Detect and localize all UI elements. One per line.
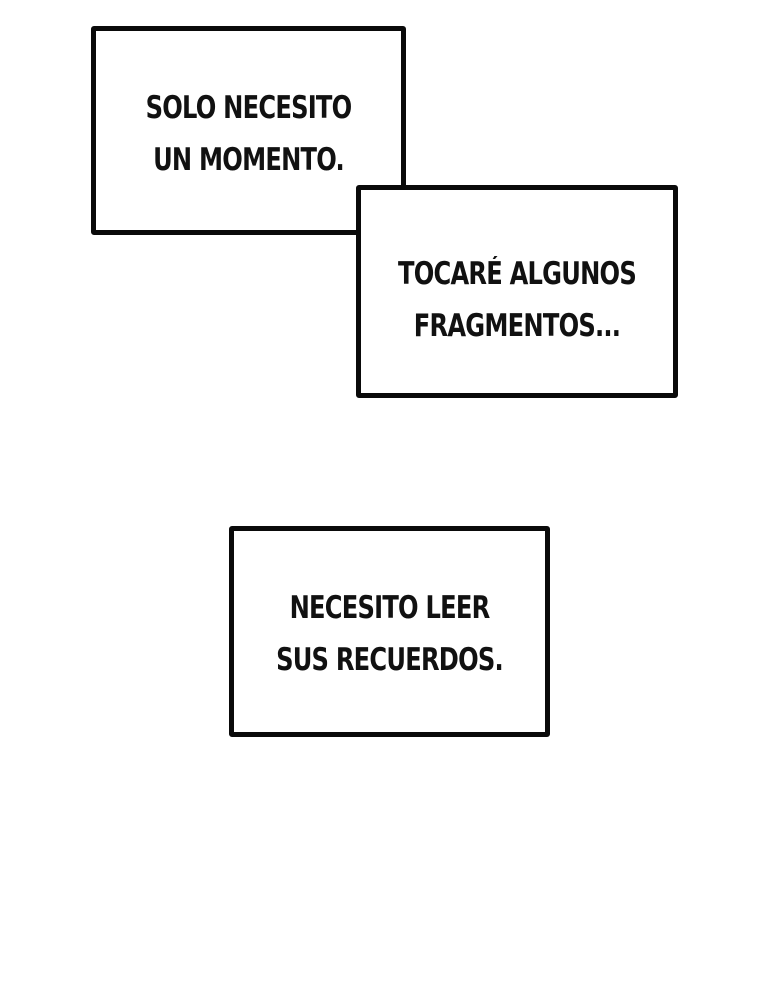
caption-1-line-1: SOLO NECESITO <box>145 90 353 126</box>
caption-3-line-2: SUS RECUERDOS. <box>276 642 504 678</box>
caption-text-1: SOLO NECESITO UN MOMENTO. <box>126 82 372 186</box>
border-join-patch <box>361 190 401 230</box>
caption-1-line-2: UN MOMENTO. <box>153 142 345 178</box>
caption-box-1 <box>91 26 406 235</box>
caption-box-2 <box>356 185 678 398</box>
caption-text-3: NECESITO LEER SUS RECUERDOS. <box>264 582 514 686</box>
caption-box-3 <box>229 526 550 737</box>
caption-2-line-1: TOCARÉ ALGUNOS <box>398 256 637 292</box>
caption-text-2: TOCARÉ ALGUNOS FRAGMENTOS... <box>391 248 642 352</box>
caption-2-line-2: FRAGMENTOS... <box>413 308 621 344</box>
caption-3-line-1: NECESITO LEER <box>289 590 491 626</box>
